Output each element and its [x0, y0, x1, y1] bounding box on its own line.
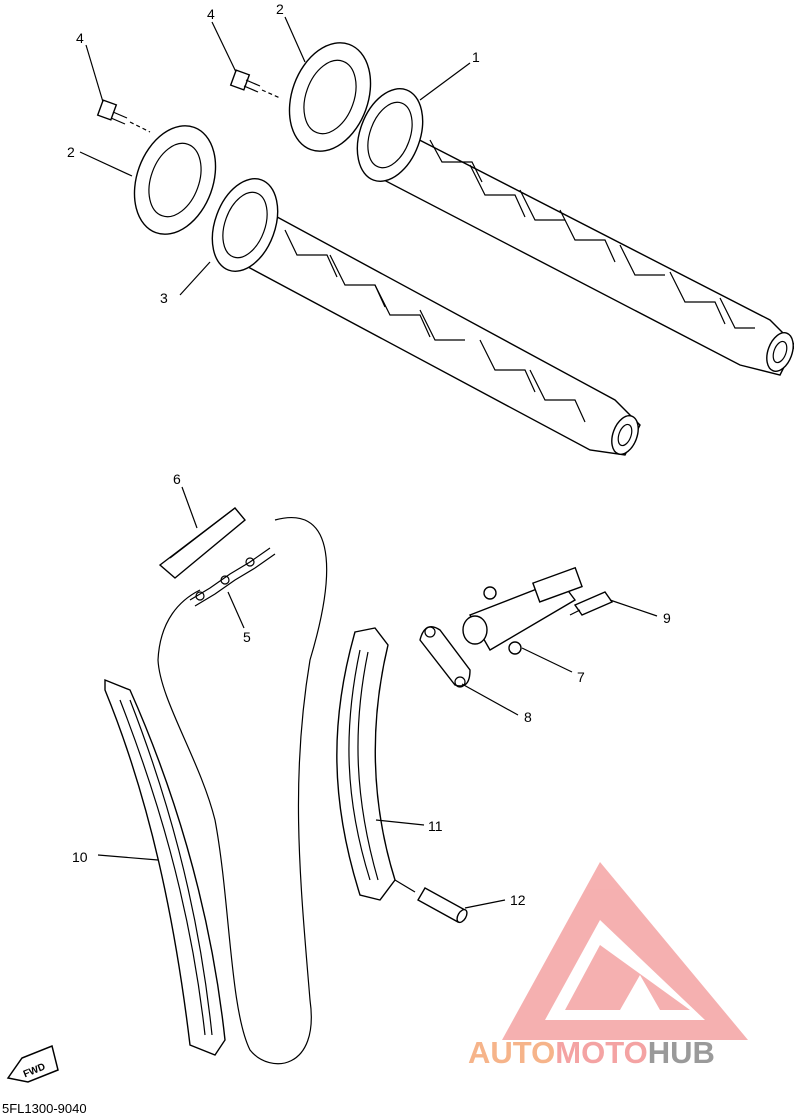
- chain-guide-rear: [336, 627, 396, 901]
- watermark-text: AUTOMOTOHUB: [468, 1035, 715, 1070]
- callout-10: 10: [72, 849, 88, 865]
- sprocket-lower: [133, 125, 217, 235]
- callout-3: 3: [160, 290, 168, 306]
- callout-5: 5: [243, 629, 251, 645]
- watermark-logo: [502, 862, 748, 1040]
- chain-guide-stopper: [158, 507, 246, 579]
- timing-chain-loop: [157, 517, 328, 1065]
- diagram-code: 5FL1300-9040: [2, 1101, 87, 1116]
- chain-tensioner: [462, 566, 583, 655]
- tensioner-bolt: [569, 591, 614, 616]
- callout-2-upper: 2: [276, 1, 284, 17]
- callouts: 1 2 2 3 4 4 5 6 7 8 9 10 11 12: [67, 1, 671, 908]
- callout-8: 8: [524, 709, 532, 725]
- camshaft-upper: [356, 88, 794, 376]
- chain-guide-front: [104, 678, 226, 1056]
- callout-9: 9: [663, 610, 671, 626]
- callout-2-lower: 2: [67, 144, 75, 160]
- bolt-upper: [229, 69, 281, 99]
- sprocket-upper: [288, 42, 372, 152]
- callout-6: 6: [173, 471, 181, 487]
- chain-links: [189, 547, 276, 607]
- watermark-auto: AUTO: [468, 1035, 555, 1070]
- callout-7: 7: [577, 669, 585, 685]
- callout-4-lower: 4: [76, 30, 84, 46]
- watermark-hub: HUB: [648, 1035, 715, 1070]
- fwd-arrow-icon: FWD: [6, 1044, 59, 1083]
- bolt-lower: [96, 99, 151, 133]
- callout-11: 11: [428, 818, 443, 834]
- camshaft-lower: [211, 178, 641, 456]
- tensioner-gasket: [419, 626, 471, 688]
- watermark-moto: MOTO: [555, 1035, 647, 1070]
- callout-4-upper: 4: [207, 6, 215, 22]
- leader-lines: [79, 16, 658, 909]
- guide-pin: [394, 879, 468, 924]
- callout-1: 1: [472, 49, 480, 65]
- callout-12: 12: [510, 892, 526, 908]
